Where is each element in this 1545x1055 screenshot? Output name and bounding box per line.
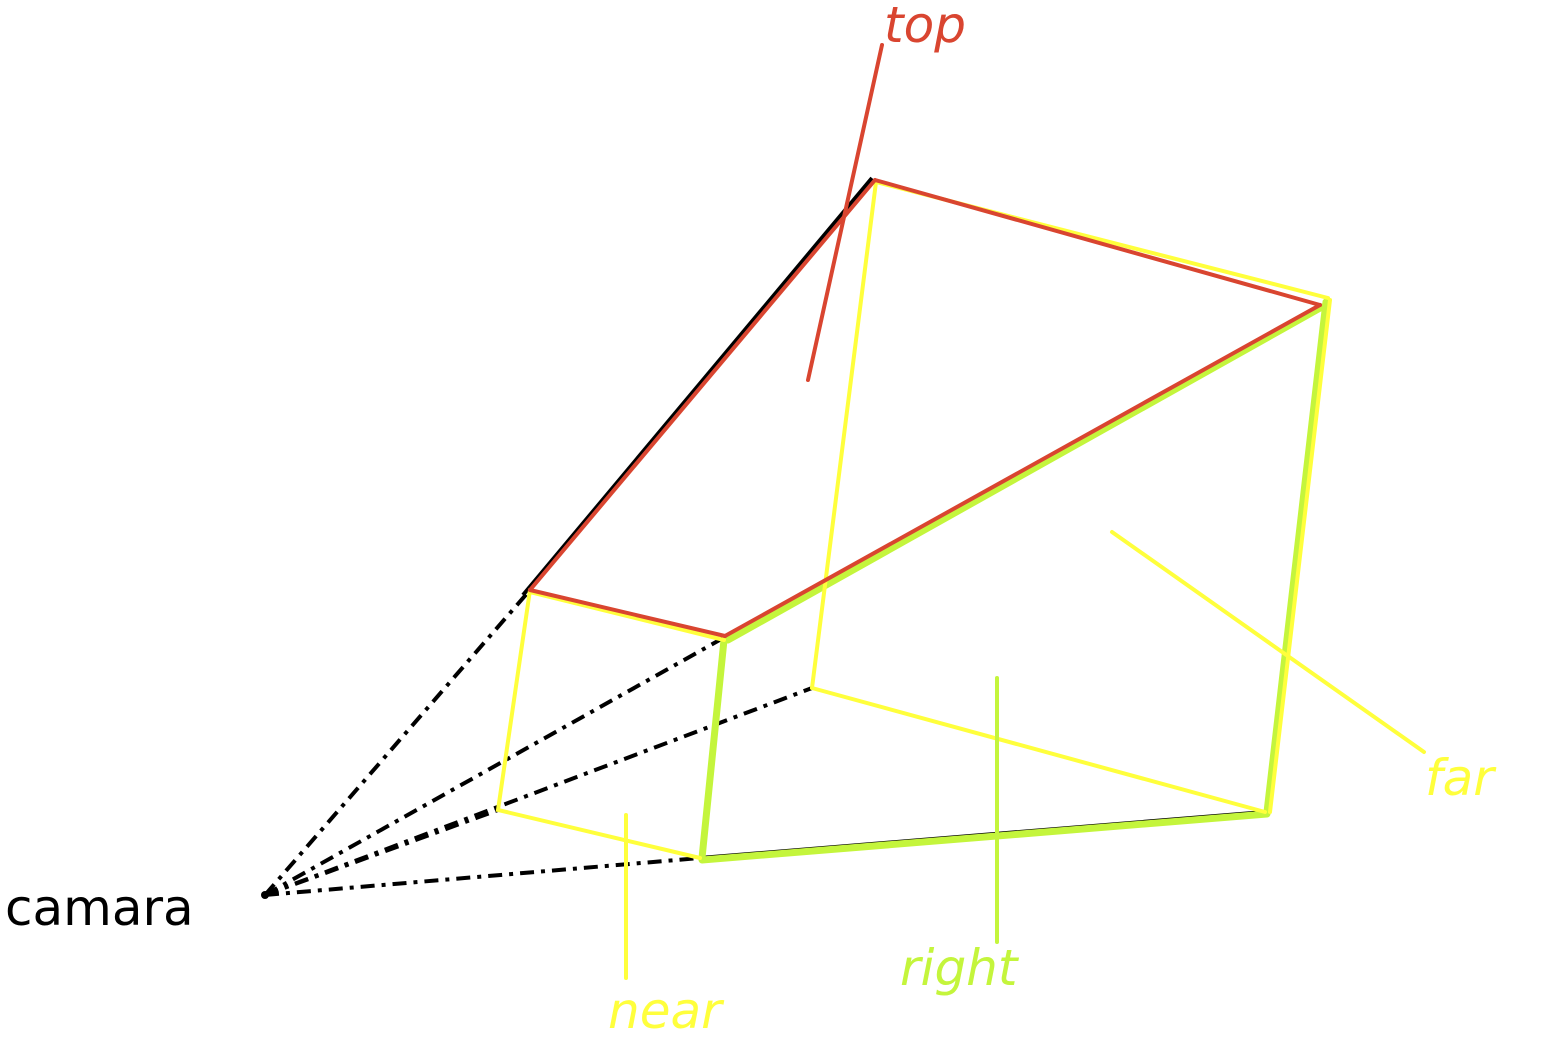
top-edge-right	[723, 303, 1322, 638]
top-edge-far	[873, 178, 1322, 307]
right-edge-far	[1263, 298, 1330, 816]
far-label: far	[1425, 749, 1497, 807]
right-edge-top	[724, 303, 1326, 644]
near-label: near	[608, 982, 725, 1040]
right-edge-near	[698, 636, 728, 862]
far-plane-left	[810, 180, 878, 690]
far-plane-bottom	[810, 686, 1267, 814]
projection-line-bottom-left	[264, 808, 499, 897]
near-far-plane-edges	[495, 180, 1332, 860]
top-label: top	[884, 0, 966, 54]
camera-label: camara	[5, 879, 194, 937]
projection-line-top-left	[263, 588, 532, 897]
top-plane-edges	[528, 178, 1322, 638]
right-label: right	[900, 939, 1020, 997]
near-plane-top	[528, 590, 726, 642]
far-plane-right	[1268, 298, 1332, 814]
projection-line-bottom-right	[264, 856, 701, 897]
top-edge-near	[528, 588, 727, 638]
far-leader-line	[1110, 530, 1426, 754]
projection-line-top-right	[264, 635, 726, 897]
top-edge-left	[528, 178, 877, 592]
right-edge-bottom	[698, 810, 1271, 864]
near-plane-outline	[495, 588, 702, 860]
edge-top-left-black	[521, 176, 874, 597]
camera-point	[261, 891, 269, 899]
top-leader-line	[806, 43, 884, 382]
right-plane-edges	[698, 298, 1330, 864]
